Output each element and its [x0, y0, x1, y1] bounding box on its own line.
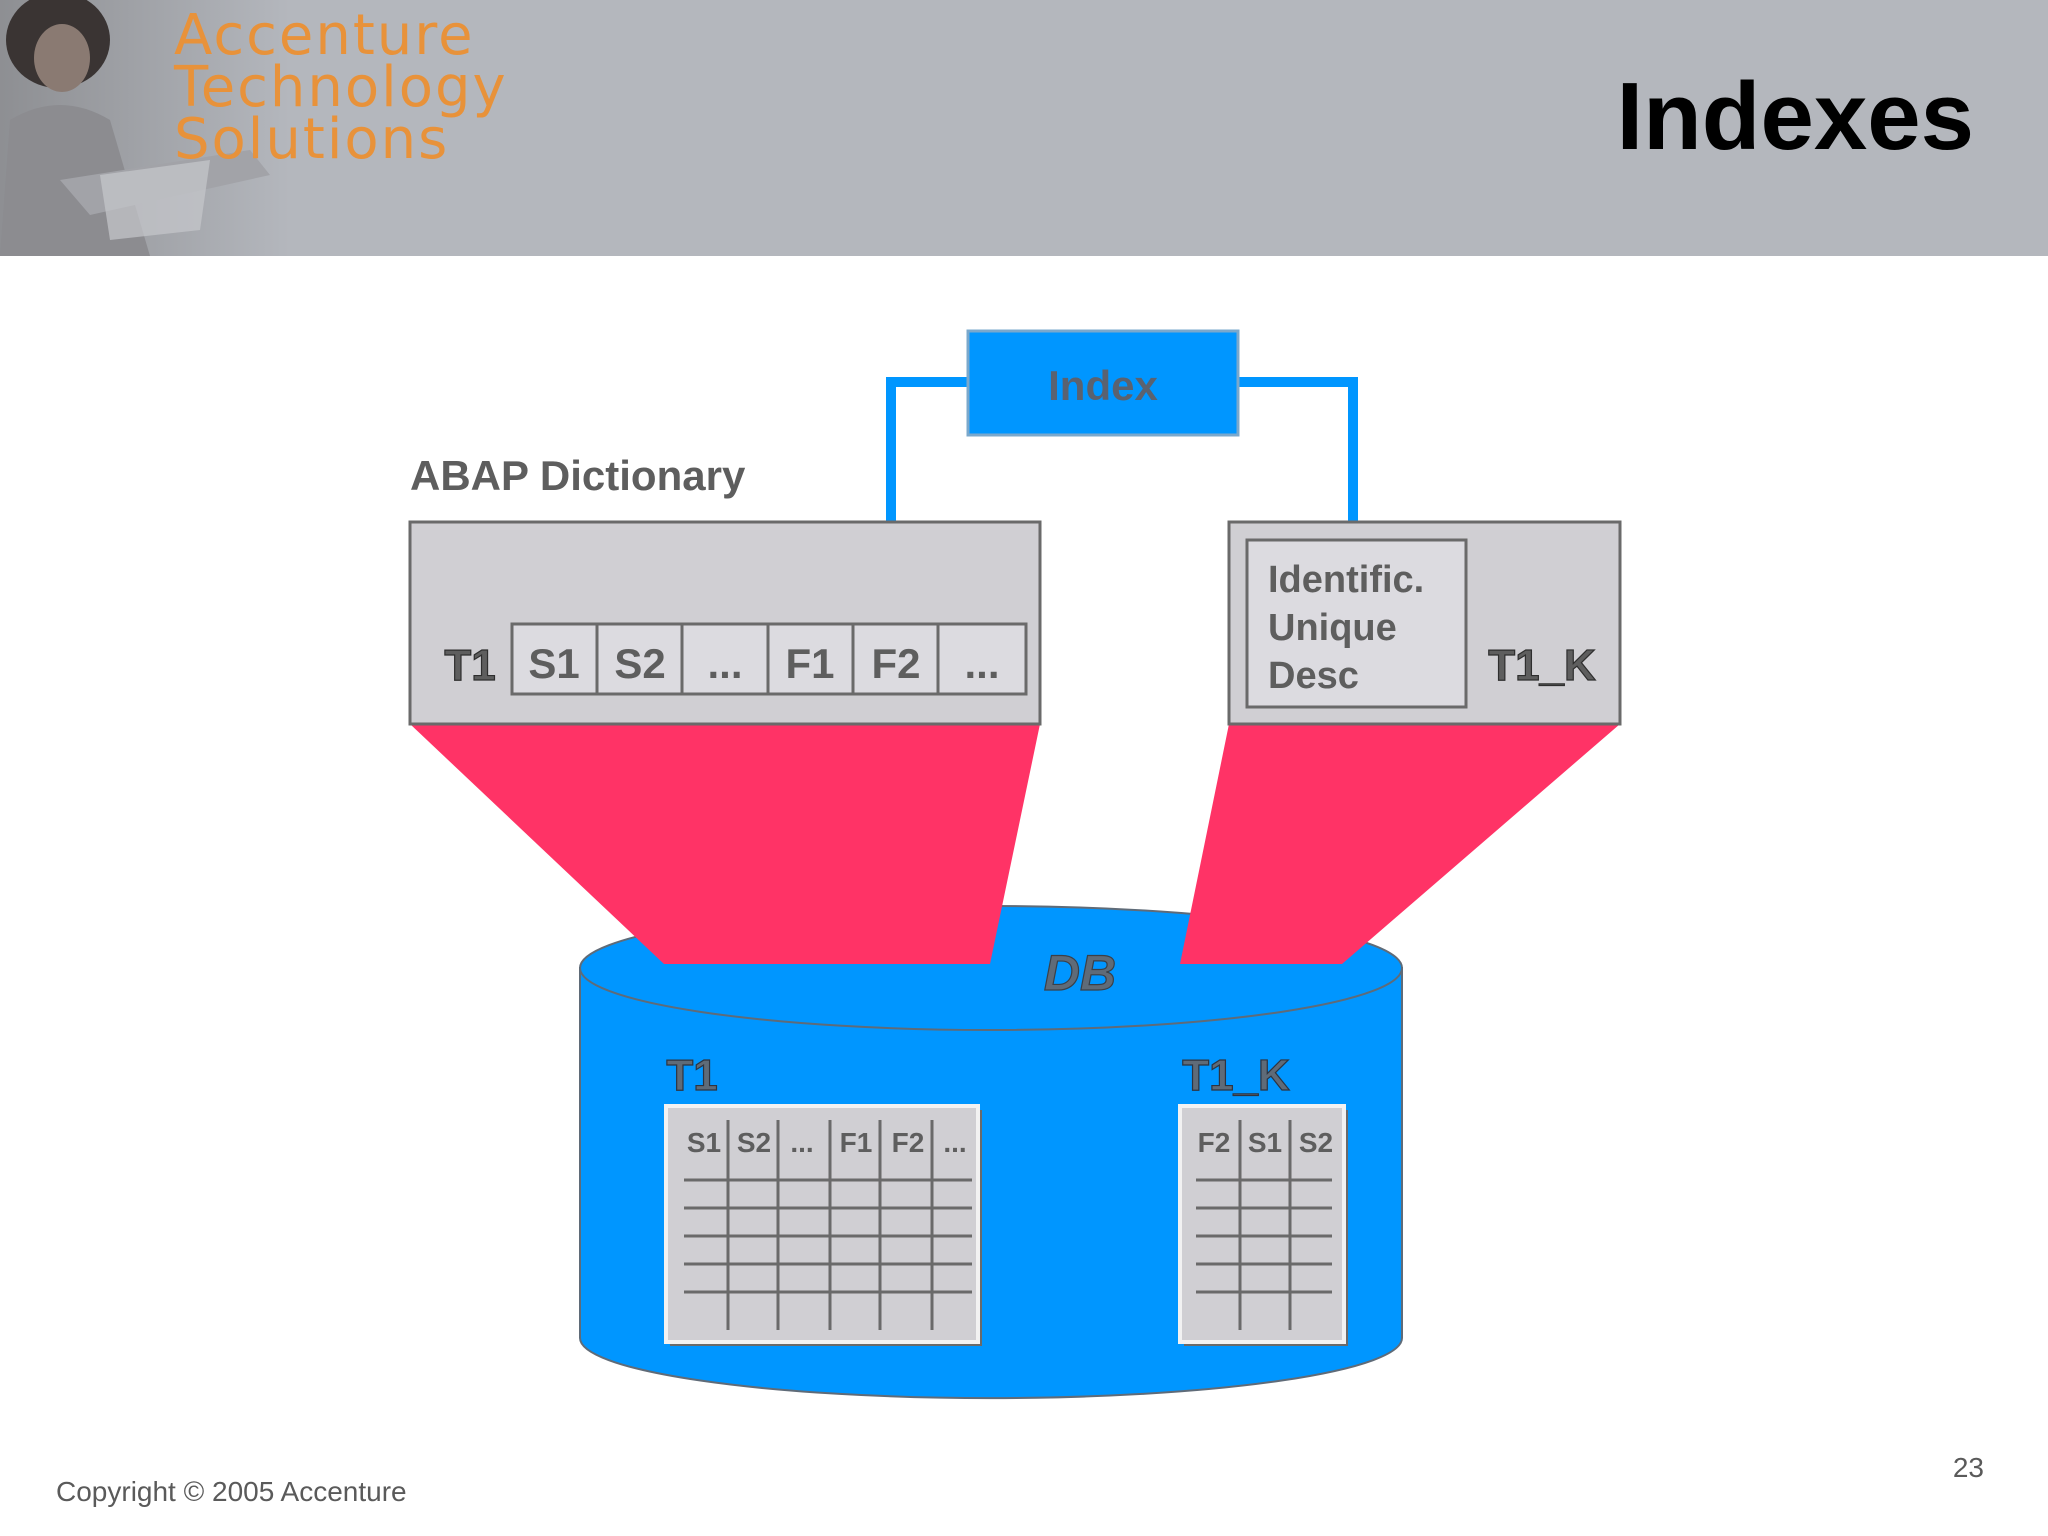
- table-field-f2: F2: [871, 640, 920, 687]
- db-table-field-s2: S2: [737, 1127, 771, 1158]
- table-field-ellipsis-1: ...: [707, 640, 742, 687]
- table-field-s2: S2: [614, 640, 665, 687]
- abap-dictionary-label: ABAP Dictionary: [410, 452, 746, 499]
- db-table-field-f1: F1: [840, 1127, 873, 1158]
- table-field-f1: F1: [785, 640, 834, 687]
- db-table-grid: S1 S2 ... F1 F2 ...: [664, 1104, 982, 1346]
- accenture-logo: Accenture Technology Solutions: [174, 3, 508, 172]
- index-properties-box: [1245, 538, 1468, 709]
- index-prop-desc: Desc: [1268, 655, 1359, 697]
- page-number: 23: [1952, 1452, 1984, 1483]
- table-field-s1: S1: [528, 640, 579, 687]
- db-index-field-s2: S2: [1299, 1127, 1333, 1158]
- slide-header: Accenture Technology Solutions Indexes: [0, 0, 2048, 256]
- index-box-label: Index: [1048, 362, 1158, 409]
- table-mapping-funnel: [410, 724, 1040, 964]
- db-table-field-s1: S1: [687, 1127, 721, 1158]
- logo-line-1: Accenture: [174, 3, 475, 68]
- index-prop-unique: Unique: [1268, 607, 1397, 649]
- db-index-grid: F2 S1 S2: [1178, 1104, 1348, 1346]
- logo-line-2: Technology: [174, 55, 508, 120]
- db-table-field-f2: F2: [892, 1127, 925, 1158]
- table-fields-row: S1 S2 ... F1 F2 ...: [510, 622, 1028, 696]
- index-box: [966, 329, 1240, 437]
- db-table-field-ellipsis-1: ...: [790, 1127, 813, 1158]
- db-label: DB: [1044, 945, 1116, 1001]
- copyright-text: Copyright © 2005 Accenture: [56, 1476, 407, 1507]
- db-index-field-s1: S1: [1248, 1127, 1282, 1158]
- table-field-ellipsis-2: ...: [964, 640, 999, 687]
- db-table-field-ellipsis-2: ...: [943, 1127, 966, 1158]
- db-table-name: T1: [666, 1051, 717, 1100]
- slide-title: Indexes: [1616, 63, 1974, 170]
- indexes-diagram: Index ABAP Dictionary DB T1 S1 S2 ... F1…: [408, 329, 1622, 1400]
- index-connector-right: [1238, 377, 1358, 540]
- db-index-field-f2: F2: [1198, 1127, 1231, 1158]
- index-name-label: T1_K: [1488, 641, 1596, 690]
- db-index-name: T1_K: [1182, 1051, 1290, 1100]
- table-name-label: T1: [444, 641, 495, 690]
- index-mapping-funnel: [1180, 724, 1620, 964]
- logo-line-3: Solutions: [174, 107, 450, 172]
- woman-with-laptop-photo: [0, 0, 290, 256]
- index-prop-identific: Identific.: [1268, 559, 1424, 601]
